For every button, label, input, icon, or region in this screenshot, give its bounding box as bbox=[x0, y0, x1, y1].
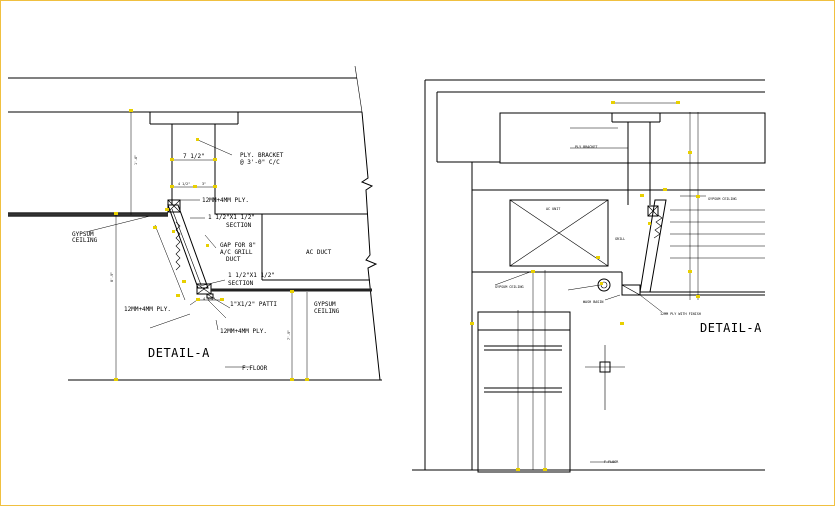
right-detail-title: DETAIL-A bbox=[700, 321, 762, 335]
label-gypsum-left-1: GYPSUM bbox=[72, 231, 94, 238]
label-section-top: SECTION bbox=[226, 222, 252, 229]
label-gap-line2: A/C GRILL bbox=[220, 249, 253, 256]
label-ply-finish: 12MM PLY WITH FINISH bbox=[660, 312, 701, 316]
dim-d1: 7 1/2" bbox=[183, 153, 205, 160]
label-ply-12mm-top: 12MM+4MM PLY. bbox=[202, 197, 249, 204]
right-detail bbox=[412, 79, 766, 473]
label-section-bot-dim: 1 1/2"X1 1/2" bbox=[228, 272, 275, 279]
label-gypsum-right-1: GYPSUM bbox=[314, 301, 336, 308]
label-ac-unit: AC UNIT bbox=[546, 207, 560, 211]
label-wash-basin: WASH BASIN bbox=[583, 300, 603, 304]
dim-d4: 4 3/4" bbox=[203, 297, 215, 301]
label-patti: 1"X1/2" PATTI bbox=[230, 301, 277, 308]
label-section-bot: SECTION bbox=[228, 280, 254, 287]
label-gap-line3: DUCT bbox=[226, 256, 241, 263]
label-gypsum-left-2: CEILING bbox=[72, 237, 98, 244]
label-floor-left: F.FLOOR bbox=[242, 365, 268, 372]
label-ply-bracket-right: PLY BRACKET bbox=[575, 145, 597, 149]
dim-d5: 1'-6" bbox=[134, 155, 138, 165]
label-gap-line1: GAP FOR 8" bbox=[220, 242, 256, 249]
left-detail-title: DETAIL-A bbox=[148, 346, 210, 360]
label-ply-bracket-spacing: @ 3'-0" C/C bbox=[240, 159, 280, 166]
left-detail bbox=[8, 65, 382, 381]
label-gypsum-ceiling-right: GYPSUM CEILING bbox=[495, 285, 524, 289]
label-gypsum-right-2: CEILING bbox=[314, 308, 340, 315]
label-ply-12mm-bottom: 12MM+4MM PLY. bbox=[124, 306, 171, 313]
label-section-top-dim: 1 1/2"X1 1/2" bbox=[208, 214, 255, 221]
label-grill: GRILL bbox=[615, 237, 625, 241]
label-ac-duct: AC DUCT bbox=[306, 249, 332, 256]
dim-d2: 4 1/2" bbox=[178, 182, 190, 186]
dim-d3: 3" bbox=[202, 182, 206, 186]
label-ply-bracket: PLY. BRACKET bbox=[240, 152, 284, 159]
label-gyp-ceiling-far: GYPSUM CEILING bbox=[708, 197, 737, 201]
dim-d7: 7'-9" bbox=[287, 330, 291, 340]
dim-d6: 8'-9" bbox=[110, 272, 114, 282]
label-ply-12mm-lower: 12MM+4MM PLY. bbox=[220, 328, 267, 335]
label-floor-right: F.FLOOR bbox=[604, 460, 619, 464]
